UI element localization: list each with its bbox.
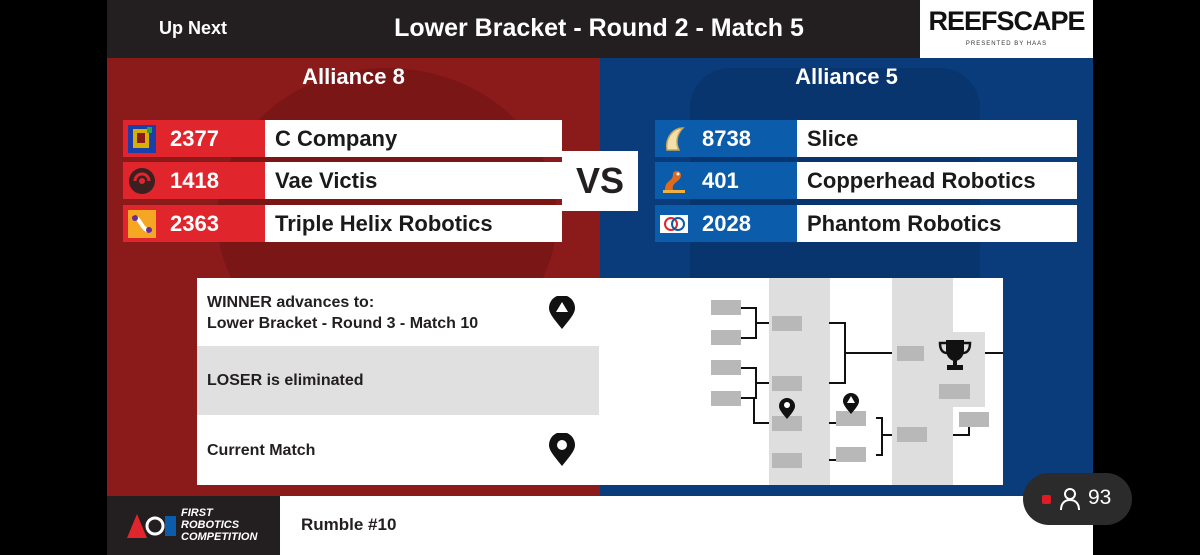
match-slot (959, 412, 989, 427)
match-slot (836, 411, 866, 426)
first-logo-line2: ROBOTICS (181, 519, 240, 531)
match-slot (711, 391, 741, 406)
bracket-match-slots (711, 300, 989, 468)
team-number: 2363 (160, 205, 265, 242)
match-slot (772, 416, 802, 431)
viewer-count: 93 (1088, 486, 1112, 509)
triple-helix-avatar-icon (123, 205, 160, 242)
match-slot (897, 346, 927, 361)
header-bar: Up Next Lower Bracket - Round 2 - Match … (107, 0, 1093, 58)
first-logo-line1: FIRST (181, 507, 213, 519)
red-team-row-3: 2363 Triple Helix Robotics (123, 205, 562, 242)
current-match-info-row: Current Match (197, 415, 599, 485)
red-alliance-name: Alliance 8 (302, 64, 405, 89)
slice-avatar-icon (655, 120, 692, 157)
footer-bar: FIRST ROBOTICS COMPETITION Rumble #10 (107, 496, 1093, 555)
bracket-diagram (711, 278, 1003, 485)
match-slot (772, 376, 802, 391)
team-number: 2028 (692, 205, 797, 242)
championship-slot (924, 332, 985, 407)
reefscape-logo-sub: PRESENTED BY HAAS (965, 41, 1048, 47)
first-robotics-logo: FIRST ROBOTICS COMPETITION (107, 496, 280, 555)
broadcast-frame: Up Next Lower Bracket - Round 2 - Match … (107, 0, 1093, 555)
blue-team-row-3: 2028 Phantom Robotics (655, 205, 1077, 242)
team-name: Triple Helix Robotics (265, 205, 562, 242)
reefscape-logo-text: REEFSCAPE (928, 6, 1085, 36)
red-team-row-1: 2377 C Company (123, 120, 562, 157)
bracket-lines (741, 307, 1003, 461)
team-name: Slice (797, 120, 1077, 157)
team-name: Vae Victis (265, 162, 562, 199)
match-slot (772, 453, 802, 468)
team-number: 1418 (160, 162, 265, 199)
vae-victis-avatar-icon (123, 162, 160, 199)
team-number: 401 (692, 162, 797, 199)
current-match-marker-icon (779, 398, 795, 419)
winner-info-row: WINNER advances to: Lower Bracket - Roun… (197, 278, 599, 346)
winner-label: WINNER advances to: (207, 294, 375, 311)
up-next-label: Up Next (159, 18, 228, 38)
team-name: Copperhead Robotics (797, 162, 1077, 199)
c-company-avatar-icon (123, 120, 160, 157)
team-number: 2377 (160, 120, 265, 157)
blue-alliance-name: Alliance 5 (795, 64, 898, 89)
vs-badge: VS (562, 151, 638, 211)
bracket-info-panel: WINNER advances to: Lower Bracket - Roun… (197, 278, 1003, 485)
team-name: Phantom Robotics (797, 205, 1077, 242)
red-team-row-2: 1418 Vae Victis (123, 162, 562, 199)
match-slot (711, 330, 741, 345)
person-icon (1060, 488, 1080, 511)
match-slot (711, 300, 741, 315)
winner-advance-pin-icon (549, 296, 575, 329)
team-name: C Company (265, 120, 562, 157)
match-slot (711, 360, 741, 375)
phantom-avatar-icon (655, 205, 692, 242)
loser-info-row: LOSER is eliminated (197, 346, 599, 415)
loser-label: LOSER is eliminated (207, 372, 364, 389)
first-logo-mark-icon (127, 514, 176, 538)
trophy-icon (938, 340, 972, 370)
live-indicator-icon (1042, 495, 1051, 504)
match-slot (772, 316, 802, 331)
match-slot (836, 447, 866, 462)
champion-slot (939, 384, 970, 399)
event-name: Rumble #10 (301, 515, 397, 534)
current-match-label: Current Match (207, 442, 316, 459)
blue-team-row-1: 8738 Slice (655, 120, 1077, 157)
winner-destination: Lower Bracket - Round 3 - Match 10 (207, 315, 479, 332)
copperhead-avatar-icon (655, 162, 692, 199)
viewer-count-badge[interactable]: 93 (1023, 473, 1132, 525)
team-number: 8738 (692, 120, 797, 157)
first-logo-line3: COMPETITION (181, 531, 258, 543)
match-slot (897, 427, 927, 442)
current-match-pin-icon (549, 433, 575, 466)
winner-destination-marker-icon (843, 393, 859, 414)
match-title: Lower Bracket - Round 2 - Match 5 (394, 14, 804, 42)
reefscape-logo: REEFSCAPE PRESENTED BY HAAS (920, 0, 1093, 58)
blue-team-row-2: 401 Copperhead Robotics (655, 162, 1077, 199)
